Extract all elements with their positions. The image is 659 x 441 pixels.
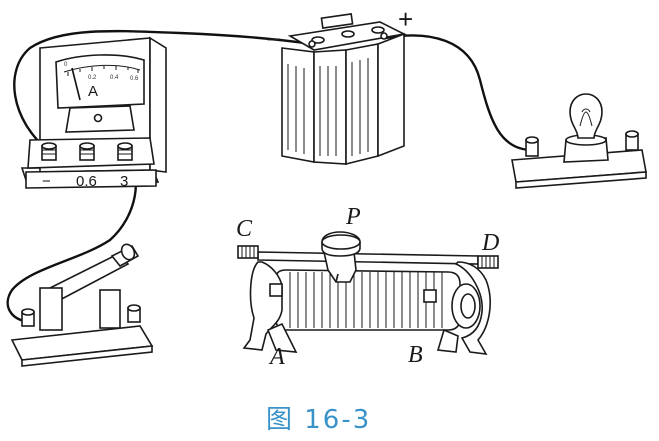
ammeter-label-neg: − xyxy=(42,173,51,190)
wires xyxy=(6,29,534,324)
lamp-bulb xyxy=(569,93,603,139)
ammeter-symbol: A xyxy=(88,83,98,100)
knife-switch xyxy=(10,243,154,367)
rheostat-terminal-a xyxy=(269,283,283,297)
ammeter-terminal-3 xyxy=(117,142,133,161)
rheostat-label-d: D xyxy=(481,230,499,256)
rheostat-right-bracket xyxy=(454,261,491,355)
switch-terminal-left xyxy=(21,308,35,327)
battery-cell-1 xyxy=(281,47,315,163)
battery-cell-2 xyxy=(313,49,347,165)
battery-positive-sign: + xyxy=(398,4,413,34)
wire-ammeter-to-switch xyxy=(6,158,137,324)
ammeter-label-06: 0.6 xyxy=(76,173,97,190)
ammeter-label-3: 3 xyxy=(120,173,128,190)
rheostat-rod xyxy=(257,251,479,265)
figure-caption: 图 16-3 xyxy=(266,405,371,435)
wire-ammeter-to-battery xyxy=(13,29,314,154)
switch-terminal-right xyxy=(127,304,141,323)
rheostat-label-c: C xyxy=(236,216,253,242)
dial-label-06: 0.6 xyxy=(130,76,139,82)
rheostat: C P D A B xyxy=(236,204,499,370)
ammeter: 0 0.2 0.4 0.6 A − 0.6 3 xyxy=(20,36,167,190)
ammeter-terminal-neg xyxy=(41,142,57,161)
rheostat-slider xyxy=(321,231,361,283)
ammeter-terminal-06 xyxy=(79,142,95,161)
battery-cell-3 xyxy=(345,43,379,166)
battery-negative-sign: − xyxy=(266,24,281,54)
rheostat-label-p: P xyxy=(345,204,361,230)
rheostat-terminal-d xyxy=(477,255,499,269)
dial-label-02: 0.2 xyxy=(88,75,97,81)
wire-battery-to-lamp xyxy=(384,34,534,152)
battery: − + xyxy=(266,4,413,166)
ammeter-needle xyxy=(71,67,81,101)
lamp-terminal-right xyxy=(625,130,639,151)
rheostat-label-a: A xyxy=(268,344,285,370)
dial-label-04: 0.4 xyxy=(110,75,119,81)
dial-label-0: 0 xyxy=(64,62,68,68)
rheostat-label-b: B xyxy=(408,342,423,368)
rheostat-terminal-c xyxy=(237,245,259,259)
lamp-terminal-left xyxy=(525,136,539,157)
rheostat-terminal-b xyxy=(423,289,437,303)
lamp xyxy=(511,93,647,189)
